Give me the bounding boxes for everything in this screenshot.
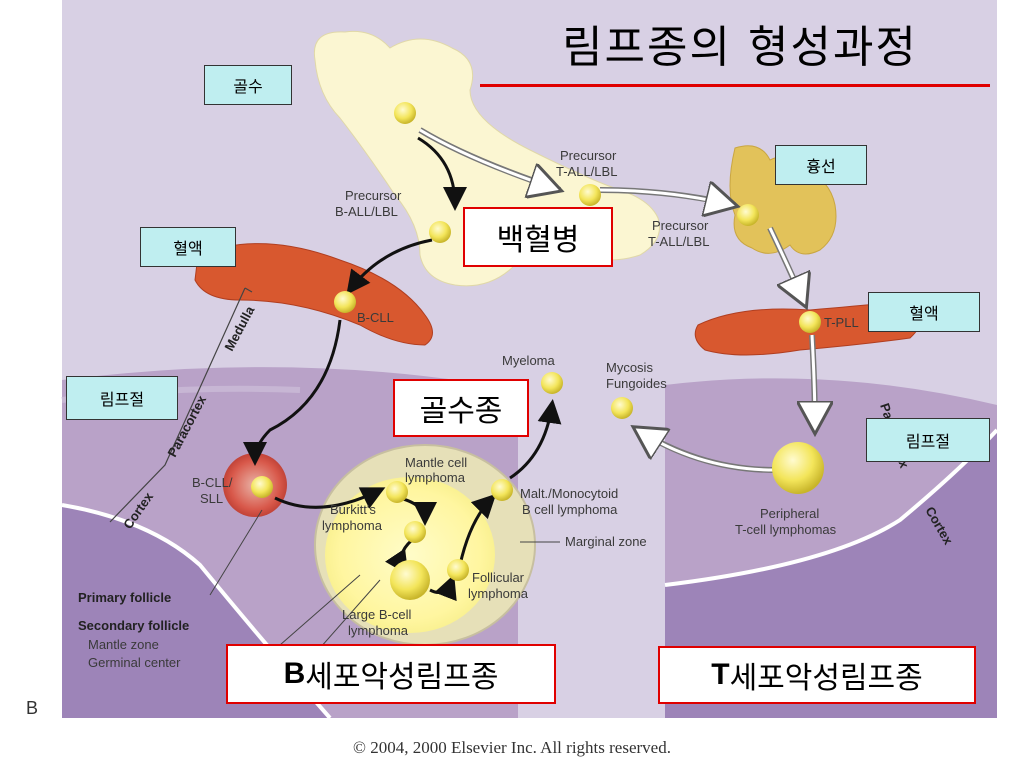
arrow-to-lymphnode bbox=[243, 319, 342, 466]
label-b-cll: B-CLL bbox=[357, 310, 394, 325]
t-cell-rest: 세포악성림프종 bbox=[729, 661, 923, 696]
title-underline bbox=[480, 84, 990, 87]
label-primary-follicle: Primary follicle bbox=[78, 590, 171, 605]
cell-large-b bbox=[390, 560, 430, 600]
leader-primary-follicle bbox=[209, 509, 263, 596]
label-precursor-t-thymus-2: T-ALL/LBL bbox=[648, 234, 709, 249]
label-t-pll: T-PLL bbox=[824, 315, 859, 330]
label-precursor-t-thymus-1: Precursor bbox=[652, 218, 709, 233]
label-b-cll-sll-1: B-CLL/ bbox=[192, 475, 233, 490]
label-precursor-b-2: B-ALL/LBL bbox=[335, 204, 398, 219]
cell-malt bbox=[491, 479, 513, 501]
b-cell-prefix: B bbox=[283, 657, 306, 690]
cell-myeloma bbox=[541, 372, 563, 394]
arrow-thymus-to-blood bbox=[768, 227, 804, 302]
label-blood-right-kr: 혈액 bbox=[868, 292, 980, 332]
arrow-to-blood bbox=[346, 238, 433, 295]
cell-precursor-b bbox=[429, 221, 451, 243]
arrow-to-myeloma bbox=[509, 399, 562, 480]
label-lymph-node-right-kr: 림프절 bbox=[866, 418, 990, 462]
cell-precursor-t-top bbox=[579, 184, 601, 206]
arrow-bone-to-ttop bbox=[419, 128, 556, 189]
label-thymus-kr: 흉선 bbox=[775, 145, 867, 185]
label-marginal-zone: Marginal zone bbox=[565, 534, 647, 549]
label-precursor-b-1: Precursor bbox=[345, 188, 402, 203]
cell-mantle bbox=[386, 481, 408, 503]
label-mantle-zone: Mantle zone bbox=[88, 637, 159, 652]
cell-precursor-t-thymus bbox=[737, 204, 759, 226]
cell-peripheral-t bbox=[772, 442, 824, 494]
label-lymph-node-left-kr: 림프절 bbox=[66, 376, 178, 420]
label-peripheral-1: Peripheral bbox=[760, 506, 819, 521]
label-follicular-1: Follicular bbox=[472, 570, 525, 585]
label-peripheral-2: T-cell lymphomas bbox=[735, 522, 837, 537]
cell-mycosis bbox=[611, 397, 633, 419]
blood-vessel-left bbox=[194, 243, 433, 346]
label-burkitt-2: lymphoma bbox=[322, 518, 383, 533]
label-large-b-2: lymphoma bbox=[348, 623, 409, 638]
label-germinal-center: Germinal center bbox=[88, 655, 181, 670]
label-secondary-follicle: Secondary follicle bbox=[78, 618, 189, 633]
label-myeloma: Myeloma bbox=[502, 353, 556, 368]
label-malt-2: B cell lymphoma bbox=[522, 502, 618, 517]
label-mantle-1: Mantle cell bbox=[405, 455, 467, 470]
arrow-blood-to-peripheral bbox=[812, 334, 815, 428]
b-cell-rest: 세포악성림프종 bbox=[305, 660, 499, 695]
arrow-bone-to-bcell bbox=[417, 136, 467, 211]
label-burkitt-1: Burkitt's bbox=[330, 502, 376, 517]
label-precursor-t-top-2: T-ALL/LBL bbox=[556, 164, 617, 179]
cell-stem bbox=[394, 102, 416, 124]
label-malt-1: Malt./Monocytoid bbox=[520, 486, 618, 501]
label-follicular-2: lymphoma bbox=[468, 586, 529, 601]
page-title: 림프종의 형성과정 bbox=[562, 22, 918, 73]
arrow-large-to-follicular bbox=[429, 574, 457, 602]
t-cell-prefix: T bbox=[711, 658, 730, 691]
leader-mantle-zone bbox=[279, 574, 361, 646]
label-bone-marrow-kr: 골수 bbox=[204, 65, 292, 105]
arrow-to-thymus bbox=[599, 190, 732, 205]
cell-follicular bbox=[447, 559, 469, 581]
arrow-to-mantle bbox=[274, 487, 386, 509]
label-mantle-2: lymphoma bbox=[405, 470, 466, 485]
label-large-b-1: Large B-cell bbox=[342, 607, 411, 622]
box-leukemia: 백혈병 bbox=[463, 207, 613, 267]
label-b-cll-sll-2: SLL bbox=[200, 491, 223, 506]
box-myeloma-kr: 골수종 bbox=[393, 379, 529, 437]
label-precursor-t-top-1: Precursor bbox=[560, 148, 617, 163]
panel-letter: B bbox=[26, 698, 39, 718]
arrow-to-mycosis bbox=[638, 430, 776, 472]
label-blood-left-kr: 혈액 bbox=[140, 227, 236, 267]
zone-bracket-tick bbox=[244, 287, 253, 293]
arrow-follicular-to-malt bbox=[458, 493, 497, 566]
cell-t-pll bbox=[799, 311, 821, 333]
cell-b-cll-sll bbox=[251, 476, 273, 498]
label-mycosis-1: Mycosis bbox=[606, 360, 653, 375]
copyright-text: © 2004, 2000 Elsevier Inc. All rights re… bbox=[353, 738, 671, 757]
zone-bracket bbox=[109, 287, 246, 523]
cell-burkitt bbox=[404, 521, 426, 543]
cell-b-cll bbox=[334, 291, 356, 313]
label-mycosis-2: Fungoides bbox=[606, 376, 667, 391]
